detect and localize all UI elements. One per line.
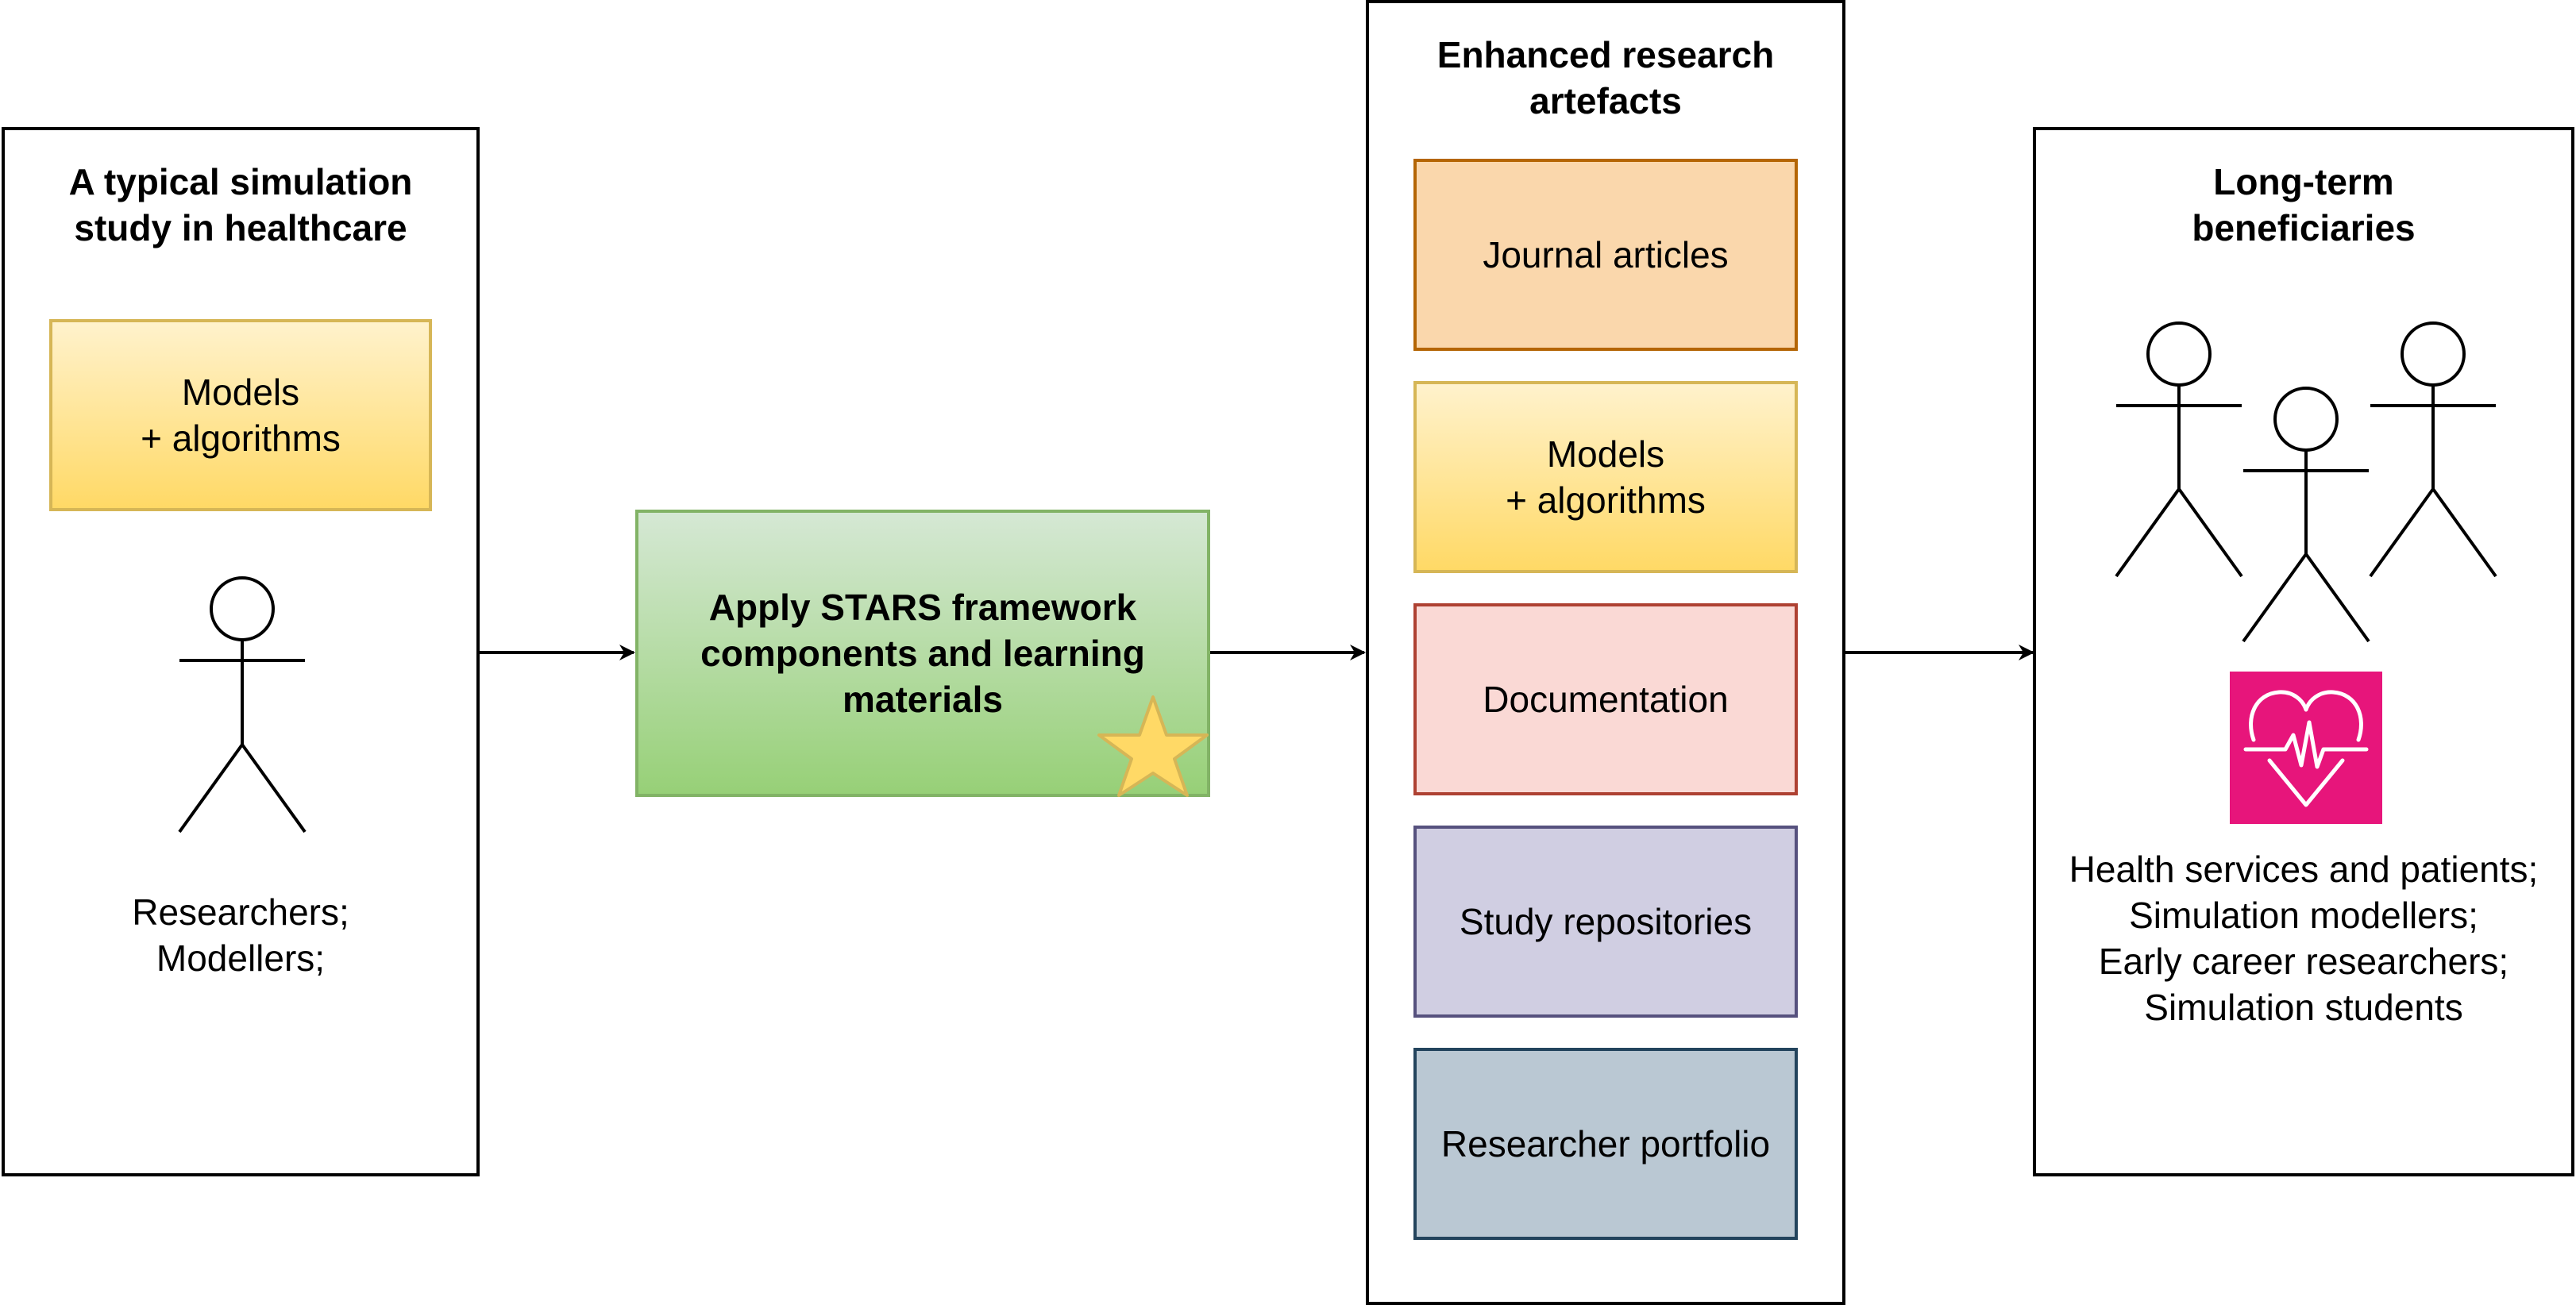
heart-pulse-icon <box>2230 672 2382 824</box>
stars-framework-box: Apply STARS framework components and lea… <box>635 510 1210 797</box>
artefact-box: Journal articles <box>1413 159 1798 351</box>
models-algorithms-box: Models + algorithms <box>49 319 432 511</box>
researchers-label: Researchers; Modellers; <box>132 891 349 979</box>
heart-pulse-icon-graphic <box>2230 672 2382 824</box>
right-panel: Long-term beneficiaries <box>2033 127 2574 1176</box>
researcher-figure-icon <box>178 576 307 833</box>
beneficiaries-figures-icon <box>2115 321 2497 643</box>
left-panel-title: A typical simulation study in healthcare <box>68 161 413 248</box>
artefact-box: Researcher portfolio <box>1413 1048 1798 1240</box>
stars-framework-label: Apply STARS framework components and lea… <box>700 587 1145 720</box>
left-panel: A typical simulation study in healthcare… <box>2 127 480 1176</box>
star-icon <box>1097 695 1209 797</box>
middle-panel-title: Enhanced research artefacts <box>1436 34 1775 121</box>
artefact-box: Study repositories <box>1413 826 1798 1018</box>
right-panel-title: Long-term beneficiaries <box>2192 161 2416 248</box>
beneficiaries-label: Health services and patients; Simulation… <box>2069 849 2539 1028</box>
artefact-box: Models + algorithms <box>1413 381 1798 573</box>
artefact-box: Documentation <box>1413 603 1798 795</box>
